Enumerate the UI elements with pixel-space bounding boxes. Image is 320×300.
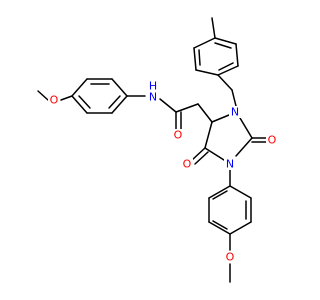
methoxy-oxygen-bottom: O bbox=[226, 251, 235, 264]
ring-oxygen-right: O bbox=[268, 134, 277, 147]
chemical-structure-diagram: O H N O N N O O O bbox=[37, 17, 278, 283]
ring-nitrogen-bottom: N bbox=[226, 158, 234, 171]
methoxy-oxygen-top: O bbox=[50, 94, 59, 107]
imidazolidinedione-ring bbox=[191, 114, 269, 165]
methoxyphenyl-ring-top bbox=[71, 78, 128, 114]
amide-hydrogen: H bbox=[149, 80, 157, 93]
atom-labels: O H N O N N O O O bbox=[48, 80, 278, 264]
ring-nitrogen-top: N bbox=[231, 106, 239, 119]
ring-oxygen-left: O bbox=[183, 158, 192, 171]
methoxyphenyl-ring-bottom bbox=[208, 169, 252, 283]
amide-oxygen: O bbox=[174, 129, 183, 142]
methylbenzyl-group bbox=[193, 17, 239, 107]
methoxy-group-top bbox=[37, 90, 73, 101]
amide-nitrogen: N bbox=[149, 91, 157, 104]
amide-group bbox=[126, 95, 213, 130]
